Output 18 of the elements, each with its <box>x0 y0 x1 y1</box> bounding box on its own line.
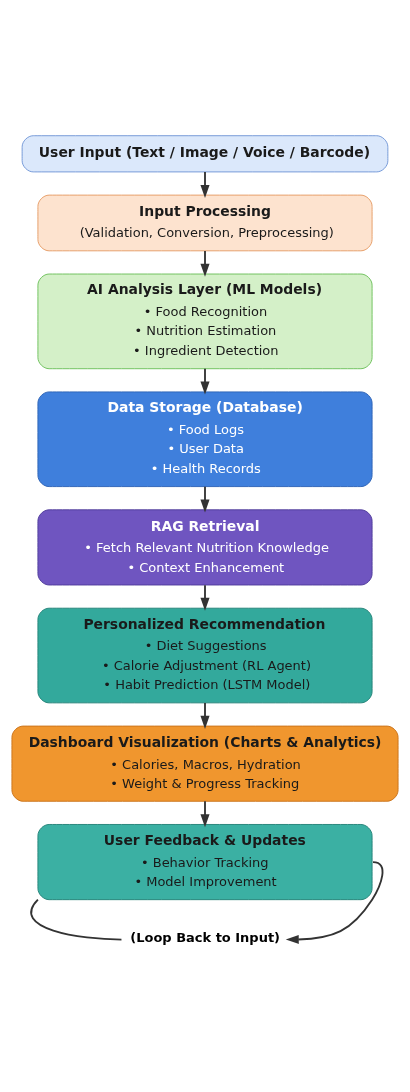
node-box: AI Analysis Layer (ML Models) • Food Recognition • Nutrition Estimation • Ingredient Detection <box>37 273 373 370</box>
connector <box>30 898 123 941</box>
node-text: (Loop Back to Input) <box>130 930 281 946</box>
arrow <box>200 367 210 395</box>
node-box: User Feedback & Updates • Behavior Tracking • Model Improvement <box>37 824 373 901</box>
arrow <box>200 702 210 729</box>
node-box: Personalized Recommendation • Diet Suggestions • Calorie Adjustment (RL Agent) • Habit Prediction (LSTM Model) <box>37 607 373 704</box>
node-box: RAG Retrieval • Fetch Relevant Nutrition Knowledge • Context Enhancement <box>37 509 373 586</box>
node-box: Dashboard Visualization (Charts & Analytics) • Calories, Macros, Hydration • Weight & Progress Tracking <box>11 725 399 802</box>
arrow <box>200 584 210 611</box>
node-box: Data Storage (Database) • Food Logs • User Data • Health Records <box>37 391 373 488</box>
arrow <box>200 250 210 277</box>
arrow <box>285 861 384 944</box>
node-box: Input Processing (Validation, Conversion, Preprocessing) <box>37 194 373 252</box>
arrow <box>200 800 210 828</box>
node-box: User Input (Text / Image / Voice / Barcode) <box>21 135 389 173</box>
arrow <box>200 171 210 198</box>
arrow <box>200 485 210 513</box>
